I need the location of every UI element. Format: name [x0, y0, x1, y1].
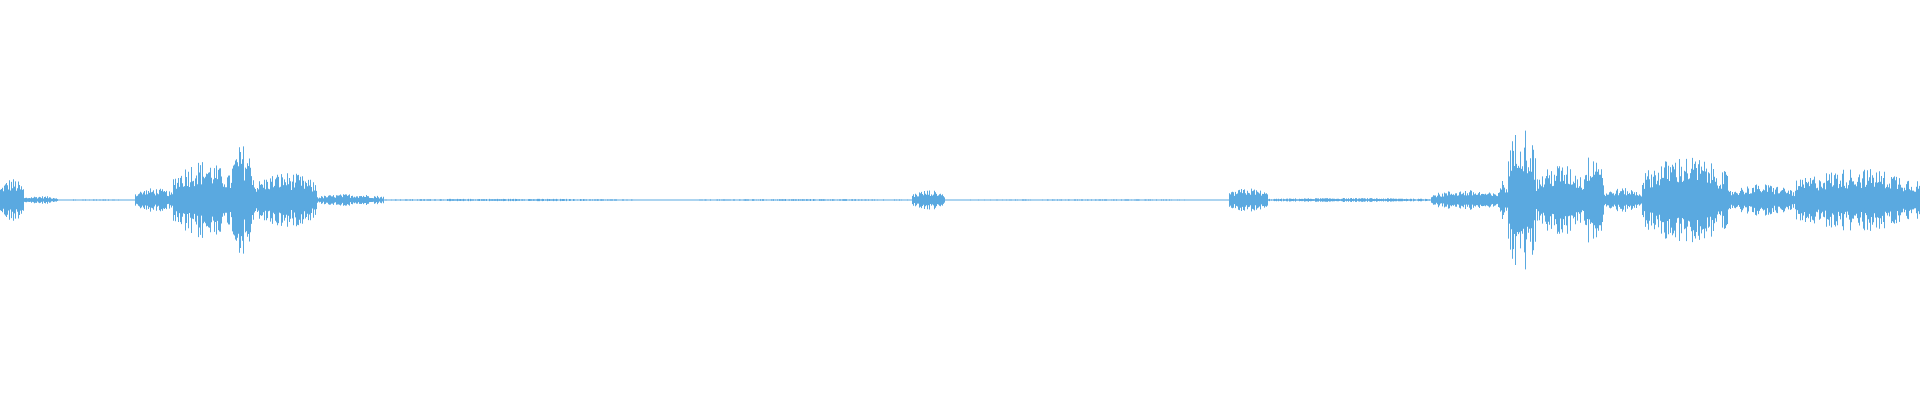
waveform-bars: [0, 130, 1920, 270]
